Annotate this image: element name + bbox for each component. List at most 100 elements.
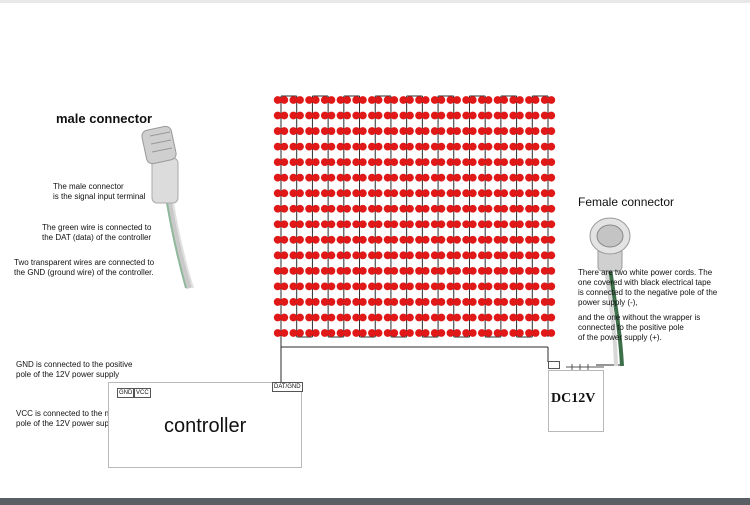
led-dot: [311, 313, 320, 322]
led-dot: [421, 111, 430, 120]
led-dot: [540, 251, 549, 260]
led-dot: [547, 329, 556, 337]
led-dot: [468, 204, 477, 213]
led-dot: [509, 127, 518, 135]
led-dot: [509, 189, 518, 198]
led-dot: [446, 282, 455, 291]
led-dot: [352, 329, 361, 337]
led-dot: [343, 158, 352, 167]
led-dot: [320, 158, 329, 167]
led-dot: [525, 313, 533, 322]
led-dot: [462, 282, 471, 291]
led-dot: [406, 127, 414, 135]
led-dot: [446, 266, 455, 275]
led-dot: [509, 266, 518, 275]
led-dot: [390, 204, 399, 213]
led-dot: [289, 329, 298, 337]
led-dot: [453, 266, 461, 275]
led-dot: [390, 111, 399, 120]
led-dot: [515, 282, 524, 291]
led-dot: [280, 282, 289, 291]
led-dot: [531, 220, 540, 229]
vcc-note-line: pole of the 12V power supply: [16, 419, 120, 428]
led-dot: [415, 142, 423, 151]
led-dot: [280, 158, 289, 167]
led-dot: [320, 298, 329, 306]
led-dot: [352, 220, 361, 229]
led-dot: [509, 96, 518, 104]
led-dot: [311, 282, 320, 291]
led-dot: [500, 204, 509, 213]
led-dot: [343, 235, 352, 244]
led-dot: [374, 204, 383, 213]
led-dot: [547, 235, 556, 244]
led-dot: [500, 173, 509, 182]
led-dot: [296, 313, 304, 322]
led-dot: [327, 127, 336, 135]
led-dot: [280, 220, 289, 229]
led-dot: [352, 235, 361, 244]
led-dot: [390, 173, 399, 182]
led-dot: [374, 173, 383, 182]
led-dot: [437, 282, 446, 291]
led-dot: [383, 142, 392, 151]
led-dot: [509, 313, 518, 322]
led-dot: [500, 96, 509, 104]
led-dot: [515, 158, 524, 167]
led-dot: [547, 298, 556, 306]
led-dot: [421, 173, 430, 182]
led-dot: [415, 96, 423, 104]
led-dot: [540, 96, 549, 104]
led-dot: [415, 173, 423, 182]
led-dot: [462, 329, 471, 337]
led-dot: [383, 204, 392, 213]
led-dot: [468, 158, 477, 167]
led-dot: [336, 266, 345, 275]
led-dot: [311, 142, 320, 151]
gnd-note-line: pole of the 12V power supply: [16, 370, 120, 379]
led-dot: [320, 173, 329, 182]
led-dot: [296, 329, 304, 337]
led-dot: [484, 329, 493, 337]
led-dot: [540, 127, 549, 135]
female-desc-line: of the power supply (+).: [578, 333, 662, 342]
led-dot: [500, 220, 509, 229]
male-desc-signal: The male connector is the signal input t…: [53, 182, 146, 202]
led-dot: [462, 235, 471, 244]
led-dot: [515, 266, 524, 275]
led-dot: [406, 96, 414, 104]
led-dot: [336, 142, 345, 151]
led-dot: [493, 189, 502, 198]
led-dot: [547, 96, 556, 104]
led-dot: [273, 142, 282, 151]
top-border: [0, 0, 750, 3]
led-dot: [468, 329, 477, 337]
led-dot: [540, 220, 549, 229]
led-dot: [493, 313, 502, 322]
led-dot: [437, 220, 446, 229]
led-dot: [343, 127, 352, 135]
led-dot: [525, 111, 533, 120]
led-dot: [374, 235, 383, 244]
gnd-note-line: GND is connected to the positive: [16, 360, 133, 369]
led-dot: [289, 235, 298, 244]
led-dot: [515, 298, 524, 306]
led-dot: [515, 220, 524, 229]
led-dot: [421, 282, 430, 291]
led-dot: [358, 251, 367, 260]
led-dot: [540, 111, 549, 120]
led-dot: [280, 298, 289, 306]
led-dot: [493, 266, 502, 275]
led-dot: [399, 251, 408, 260]
led-dot: [336, 111, 345, 120]
led-dot: [484, 313, 493, 322]
led-dot: [484, 282, 493, 291]
led-dot: [493, 158, 502, 167]
led-dot: [368, 111, 376, 120]
led-dot: [484, 266, 493, 275]
led-dot: [415, 313, 423, 322]
led-dot: [421, 158, 430, 167]
led-dot: [296, 220, 304, 229]
led-dot: [446, 251, 455, 260]
led-dot: [352, 173, 361, 182]
